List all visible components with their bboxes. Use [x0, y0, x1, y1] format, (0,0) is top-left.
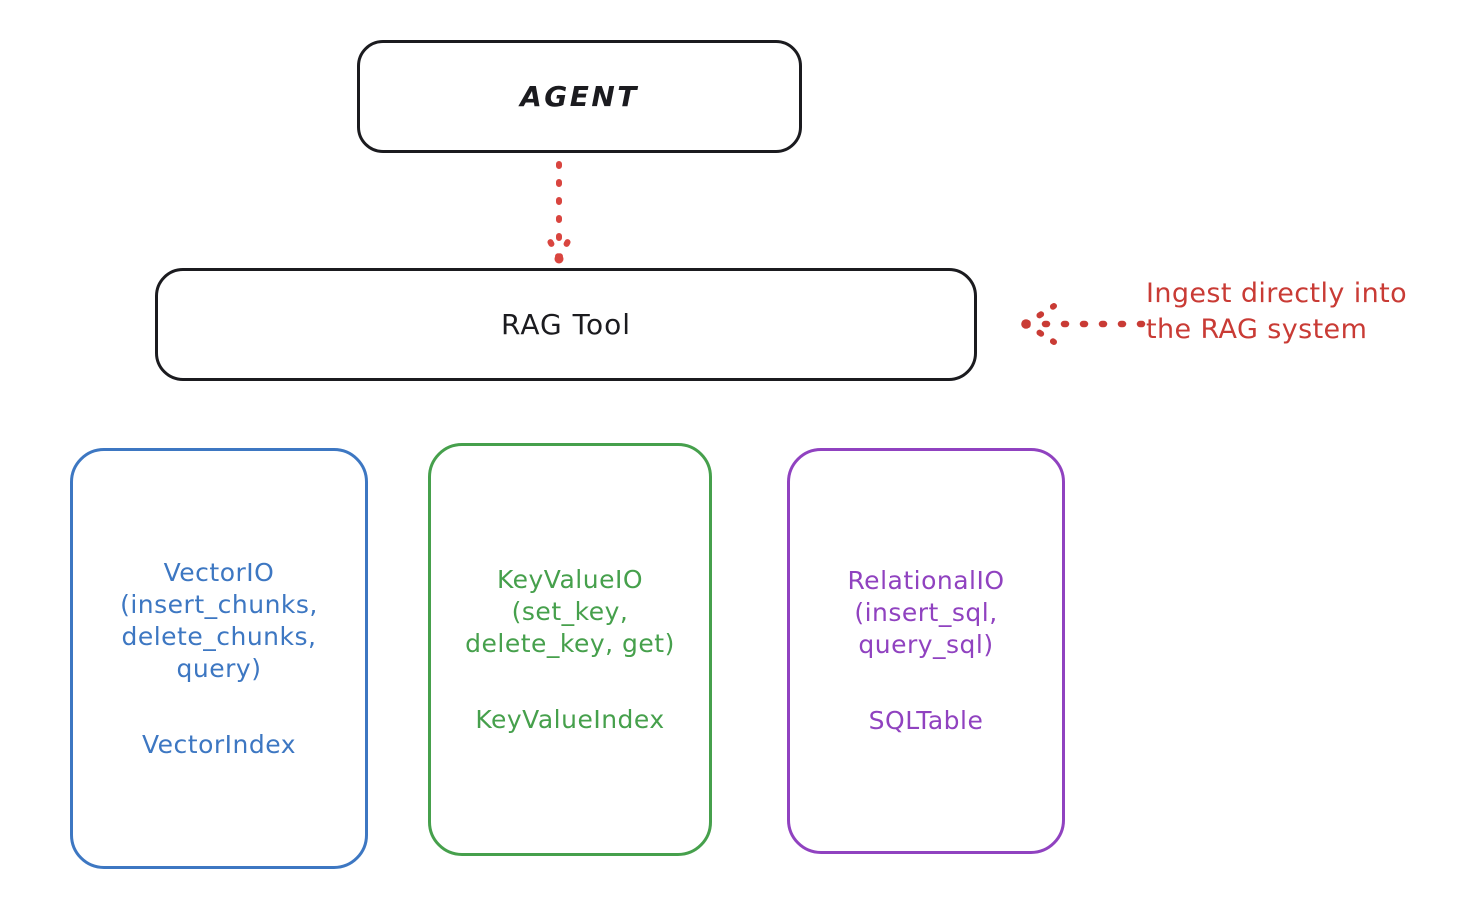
node-key-value-io-index-label: KeyValueIndex — [475, 704, 665, 734]
annotation-ingest-text: Ingest directly into the RAG system — [1146, 278, 1408, 346]
node-key-value-io[interactable]: KeyValueIO (set_key, delete_key, get) Ke… — [428, 443, 712, 856]
node-vector-io[interactable]: VectorIO (insert_chunks, delete_chunks, … — [70, 448, 368, 869]
ingest-arrow-icon — [1021, 303, 1146, 345]
node-agent[interactable]: AGENT — [357, 40, 802, 153]
node-relational-io-index-label: SQLTable — [868, 706, 984, 735]
node-vector-io-index-label: VectorIndex — [142, 729, 296, 759]
node-relational-io-api-label: RelationalIO (insert_sql, query_sql) — [847, 566, 1005, 659]
node-relational-io[interactable]: RelationalIO (insert_sql, query_sql) SQL… — [787, 448, 1065, 854]
arrow-agent-to-rag-tool-icon — [542, 161, 576, 264]
node-rag-tool-label: RAG Tool — [501, 307, 631, 341]
node-rag-tool[interactable]: RAG Tool — [155, 268, 977, 381]
node-key-value-io-api-label: KeyValueIO (set_key, delete_key, get) — [465, 564, 675, 658]
node-vector-io-api-label: VectorIO (insert_chunks, delete_chunks, … — [120, 557, 318, 683]
node-agent-label: AGENT — [520, 79, 639, 113]
